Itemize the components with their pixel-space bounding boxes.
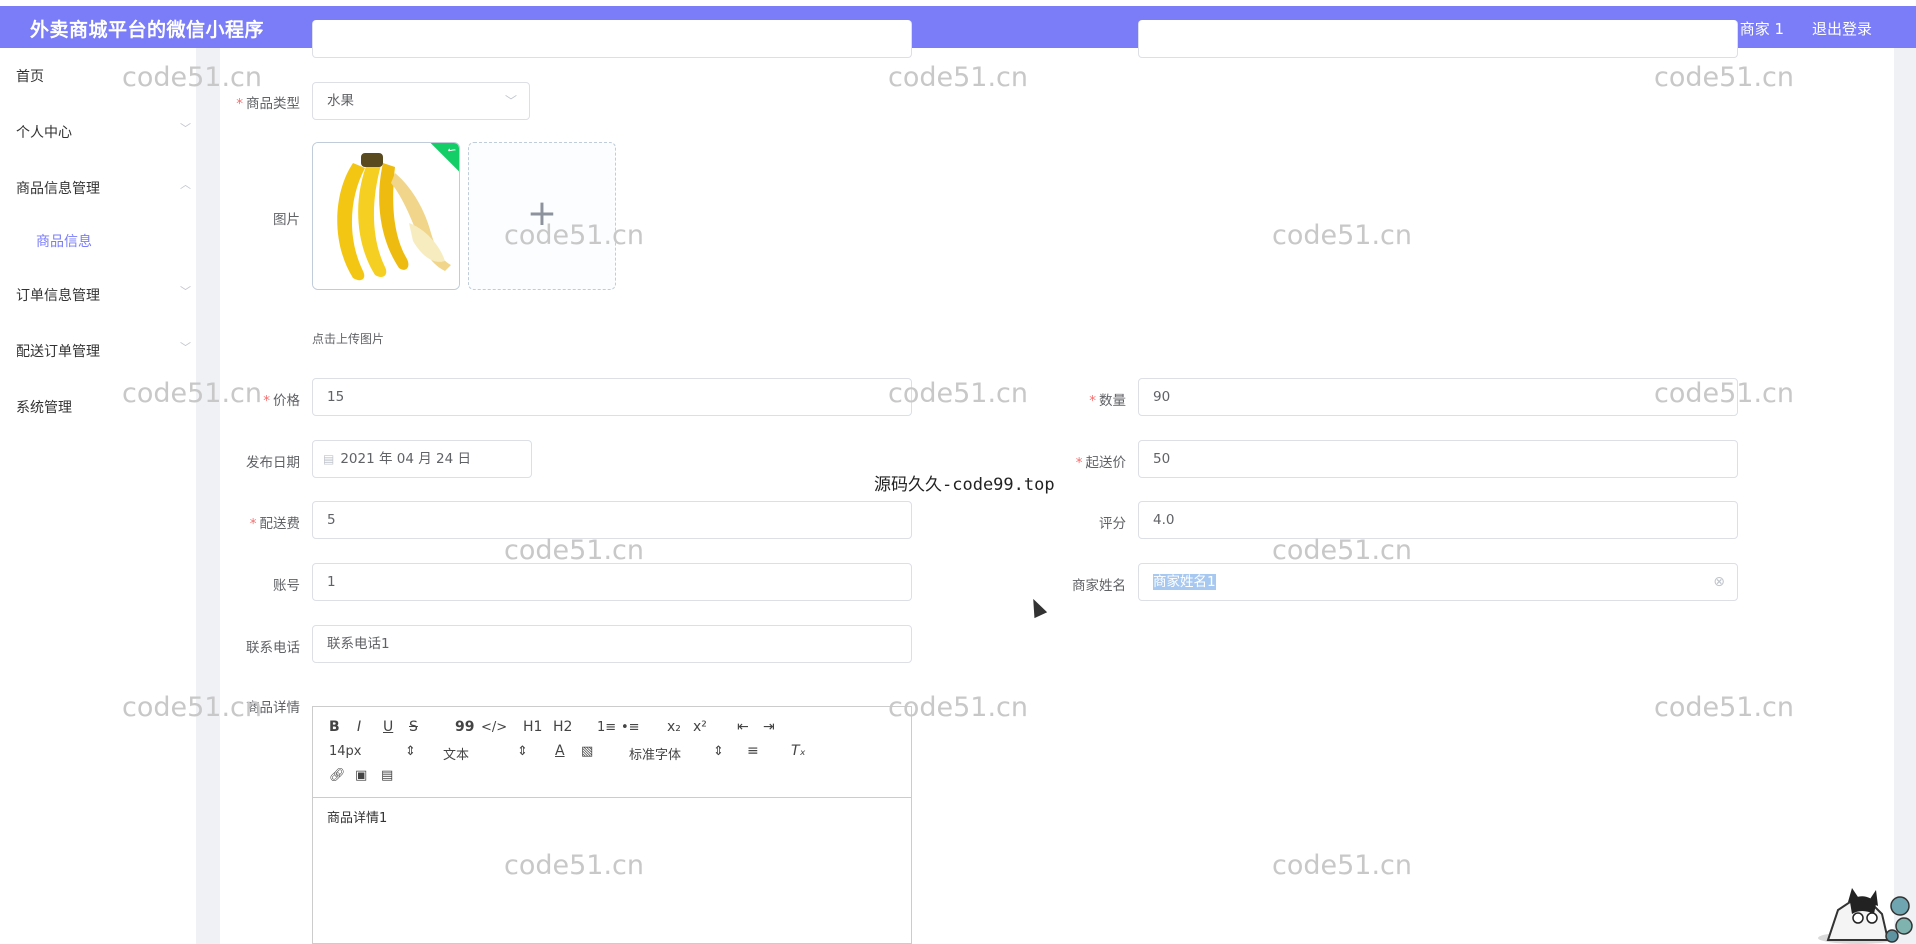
merchant-name-input[interactable]: 商家姓名1 ⊗ bbox=[1138, 563, 1738, 601]
sort-arrows-icon: ⇕ bbox=[517, 744, 528, 759]
details-label: 商品详情 bbox=[246, 700, 300, 716]
sidebar-item-product-management[interactable]: 商品信息管理 ︿ bbox=[16, 178, 191, 198]
mouse-cursor-icon bbox=[1026, 595, 1048, 619]
price-input[interactable]: 15 bbox=[312, 378, 912, 416]
watermark: code51.cn bbox=[504, 535, 645, 566]
header1-button[interactable]: H1 bbox=[523, 719, 543, 735]
code-block-button[interactable]: </> bbox=[481, 720, 508, 735]
watermark: code51.cn bbox=[1654, 62, 1795, 93]
uploaded-image-thumbnail[interactable]: ✓ bbox=[312, 142, 460, 290]
sidebar-item-home[interactable]: 首页 bbox=[16, 66, 44, 86]
indent-button[interactable]: ⇥ bbox=[763, 719, 775, 735]
calendar-icon: ▤ bbox=[323, 452, 335, 466]
right-gutter bbox=[1894, 48, 1916, 944]
video-icon[interactable]: ▤ bbox=[381, 768, 394, 783]
watermark: code51.cn bbox=[1272, 535, 1413, 566]
link-icon[interactable]: 🔗︎ bbox=[329, 768, 346, 783]
underline-button[interactable]: U bbox=[383, 719, 394, 735]
image-icon[interactable]: ▣ bbox=[355, 768, 368, 783]
watermark: code51.cn bbox=[1272, 850, 1413, 881]
sidebar-item-order-management[interactable]: 订单信息管理 ﹀ bbox=[16, 285, 191, 305]
banana-image bbox=[313, 143, 459, 289]
sidebar-item-delivery-management[interactable]: 配送订单管理 ﹀ bbox=[16, 341, 191, 361]
clear-format-button[interactable]: Tₓ bbox=[791, 743, 806, 759]
sidebar-item-personal-center[interactable]: 个人中心 ﹀ bbox=[16, 122, 191, 142]
watermark: code51.cn bbox=[1654, 692, 1795, 723]
upload-add-button[interactable]: + bbox=[468, 142, 616, 290]
blockquote-button[interactable]: 99 bbox=[455, 719, 475, 735]
sidebar-item-label: 商品信息管理 bbox=[16, 181, 100, 197]
sidebar-item-label: 商品信息 bbox=[36, 234, 92, 250]
delivery-fee-input[interactable]: 5 bbox=[312, 501, 912, 539]
clear-icon[interactable]: ⊗ bbox=[1713, 574, 1725, 590]
chevron-down-icon: ﹀ bbox=[180, 122, 191, 135]
delivery-fee-label: *配送费 bbox=[249, 516, 300, 532]
account-label: 账号 bbox=[273, 578, 300, 594]
bold-button[interactable]: B bbox=[329, 719, 340, 735]
editor-content[interactable]: 商品详情1 bbox=[327, 811, 388, 826]
previous-field-input[interactable] bbox=[312, 20, 912, 58]
logout-link[interactable]: 退出登录 bbox=[1811, 20, 1872, 38]
background-color-button[interactable]: ▧ bbox=[581, 744, 594, 759]
font-size-select[interactable]: 14px bbox=[329, 744, 362, 759]
chevron-up-icon: ︿ bbox=[180, 178, 191, 191]
watermark: code51.cn bbox=[888, 62, 1029, 93]
cat-mascot-icon bbox=[1818, 888, 1913, 944]
watermark: code51.cn bbox=[1272, 220, 1413, 251]
plus-icon: + bbox=[526, 193, 558, 234]
top-strip bbox=[0, 0, 1916, 6]
publish-date-picker[interactable]: ▤2021 年 04 月 24 日 bbox=[312, 440, 532, 478]
chevron-down-icon: ﹀ bbox=[180, 285, 191, 298]
content-gutter bbox=[196, 48, 220, 944]
block-type-select[interactable]: 文本 bbox=[443, 748, 470, 763]
sidebar-item-label: 首页 bbox=[16, 69, 44, 85]
bullet-list-button[interactable]: •≡ bbox=[621, 720, 640, 735]
app-title: 外卖商城平台的微信小程序 bbox=[30, 19, 265, 41]
sidebar-item-label: 个人中心 bbox=[16, 125, 72, 141]
font-family-select[interactable]: 标准字体 bbox=[629, 748, 682, 763]
publish-date-label: 发布日期 bbox=[246, 455, 300, 471]
min-order-label: *起送价 bbox=[1075, 455, 1126, 471]
merchant-name-label: 商家姓名 bbox=[1072, 578, 1126, 594]
quantity-label: *数量 bbox=[1089, 393, 1126, 409]
chevron-down-icon: ﹀ bbox=[504, 94, 517, 108]
category-select[interactable]: 水果 ﹀ bbox=[312, 82, 530, 120]
previous-field-input-right[interactable] bbox=[1138, 20, 1738, 58]
price-label: *价格 bbox=[263, 393, 300, 409]
outdent-button[interactable]: ⇤ bbox=[737, 719, 749, 735]
upload-tip: 点击上传图片 bbox=[312, 332, 385, 346]
sidebar-item-label: 配送订单管理 bbox=[16, 344, 100, 360]
rich-text-editor[interactable]: B I U S 99 </> H1 H2 1≡ •≡ x₂ x² ⇤ ⇥ 14p… bbox=[312, 706, 912, 944]
image-label: 图片 bbox=[273, 212, 300, 228]
ordered-list-button[interactable]: 1≡ bbox=[597, 720, 617, 735]
sidebar-item-label: 系统管理 bbox=[16, 400, 72, 416]
header2-button[interactable]: H2 bbox=[553, 719, 573, 735]
account-input[interactable]: 1 bbox=[312, 563, 912, 601]
min-order-input[interactable]: 50 bbox=[1138, 440, 1738, 478]
strike-button[interactable]: S bbox=[409, 719, 418, 735]
quantity-input[interactable]: 90 bbox=[1138, 378, 1738, 416]
sort-arrows-icon: ⇕ bbox=[713, 744, 724, 759]
overlay-watermark-text: 源码久久-code99.top bbox=[874, 475, 1055, 495]
sort-arrows-icon: ⇕ bbox=[405, 744, 416, 759]
rating-input[interactable]: 4.0 bbox=[1138, 501, 1738, 539]
align-button[interactable]: ≡ bbox=[747, 743, 759, 759]
phone-input[interactable]: 联系电话1 bbox=[312, 625, 912, 663]
phone-label: 联系电话 bbox=[246, 640, 300, 656]
subscript-button[interactable]: x₂ bbox=[667, 719, 681, 735]
sidebar-subitem-product-info[interactable]: 商品信息 bbox=[36, 231, 92, 251]
sidebar-item-label: 订单信息管理 bbox=[16, 288, 100, 304]
sidebar: 首页 个人中心 ﹀ 商品信息管理 ︿ 商品信息 订单信息管理 ﹀ 配送订单管理 … bbox=[0, 48, 196, 944]
sidebar-item-system-management[interactable]: 系统管理 bbox=[16, 397, 72, 417]
font-color-button[interactable]: A bbox=[555, 743, 565, 759]
chevron-down-icon: ﹀ bbox=[180, 341, 191, 354]
superscript-button[interactable]: x² bbox=[693, 719, 707, 735]
current-user: 商家 1 bbox=[1739, 20, 1784, 38]
italic-button[interactable]: I bbox=[357, 719, 362, 735]
rating-label: 评分 bbox=[1099, 516, 1126, 532]
editor-toolbar: B I U S 99 </> H1 H2 1≡ •≡ x₂ x² ⇤ ⇥ 14p… bbox=[313, 707, 911, 798]
category-label: *商品类型 bbox=[236, 96, 300, 112]
